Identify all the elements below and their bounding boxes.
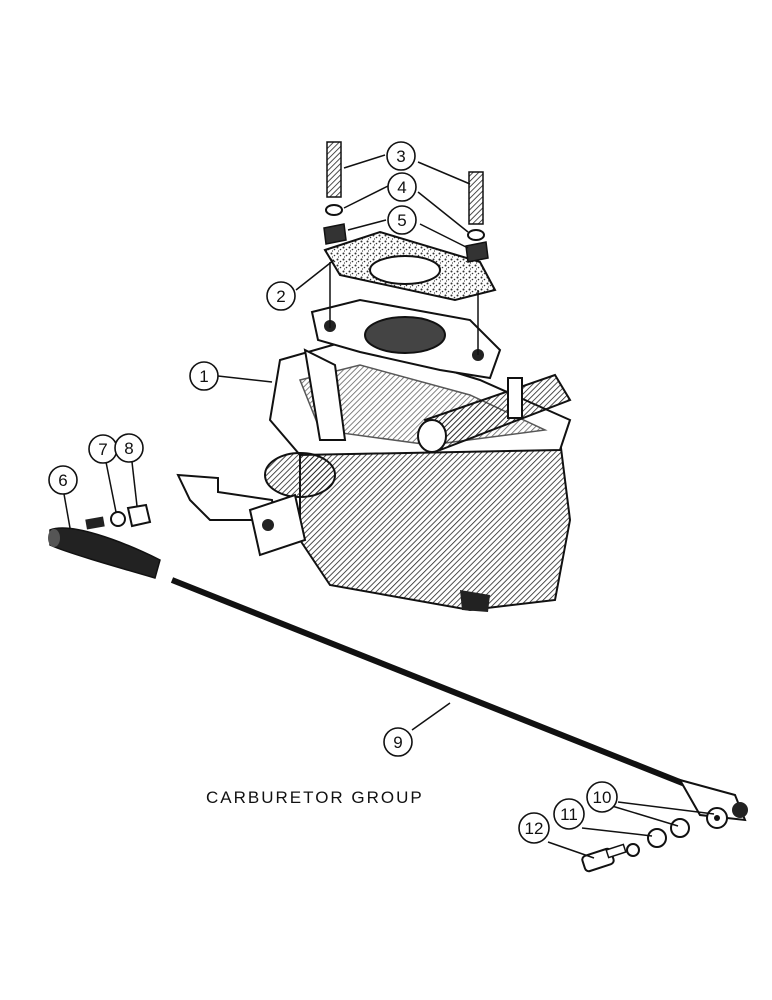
callout-1: 1 bbox=[189, 361, 219, 391]
svg-text:5: 5 bbox=[397, 211, 406, 230]
rod-washer-large bbox=[706, 807, 728, 829]
svg-text:11: 11 bbox=[560, 805, 578, 824]
gasket bbox=[323, 230, 497, 302]
callout-12: 12 bbox=[518, 812, 550, 844]
callout-4: 4 bbox=[387, 172, 417, 202]
stud-right bbox=[468, 171, 484, 225]
svg-text:4: 4 bbox=[397, 178, 406, 197]
knob-nut bbox=[126, 503, 152, 528]
callout-5: 5 bbox=[387, 205, 417, 235]
callout-8: 8 bbox=[114, 433, 144, 463]
svg-text:3: 3 bbox=[396, 147, 405, 166]
svg-text:9: 9 bbox=[393, 733, 402, 752]
svg-text:2: 2 bbox=[276, 287, 285, 306]
fuel-inlet-tube bbox=[417, 373, 572, 453]
callout-9: 9 bbox=[383, 727, 413, 757]
nut-left bbox=[323, 223, 347, 245]
svg-text:10: 10 bbox=[593, 788, 612, 807]
knob-lock-washer bbox=[110, 511, 126, 527]
choke-knob bbox=[48, 527, 161, 579]
callout-11: 11 bbox=[553, 798, 585, 830]
rod-screw bbox=[581, 843, 627, 873]
callout-7: 7 bbox=[88, 434, 118, 464]
callout-3: 3 bbox=[386, 141, 416, 171]
rod-washer-small bbox=[670, 818, 690, 838]
carburetor-flange bbox=[310, 298, 502, 380]
svg-text:7: 7 bbox=[98, 440, 107, 459]
diagram-caption: CARBURETOR GROUP bbox=[206, 788, 424, 807]
lock-washer-right bbox=[467, 229, 485, 241]
knob-screw bbox=[85, 516, 105, 530]
lock-washer-left bbox=[325, 204, 343, 216]
svg-text:1: 1 bbox=[199, 367, 208, 386]
callout-6: 6 bbox=[48, 465, 78, 495]
svg-text:12: 12 bbox=[525, 819, 544, 838]
choke-rod bbox=[170, 577, 748, 822]
stud-left bbox=[326, 141, 342, 198]
leader-lines bbox=[63, 154, 715, 859]
svg-text:6: 6 bbox=[58, 471, 67, 490]
rod-washer-11 bbox=[626, 828, 667, 857]
svg-text:8: 8 bbox=[124, 439, 133, 458]
throttle-lever-assembly bbox=[176, 348, 347, 557]
callout-2: 2 bbox=[266, 281, 296, 311]
nut-right bbox=[465, 241, 489, 263]
callout-10: 10 bbox=[586, 781, 618, 813]
